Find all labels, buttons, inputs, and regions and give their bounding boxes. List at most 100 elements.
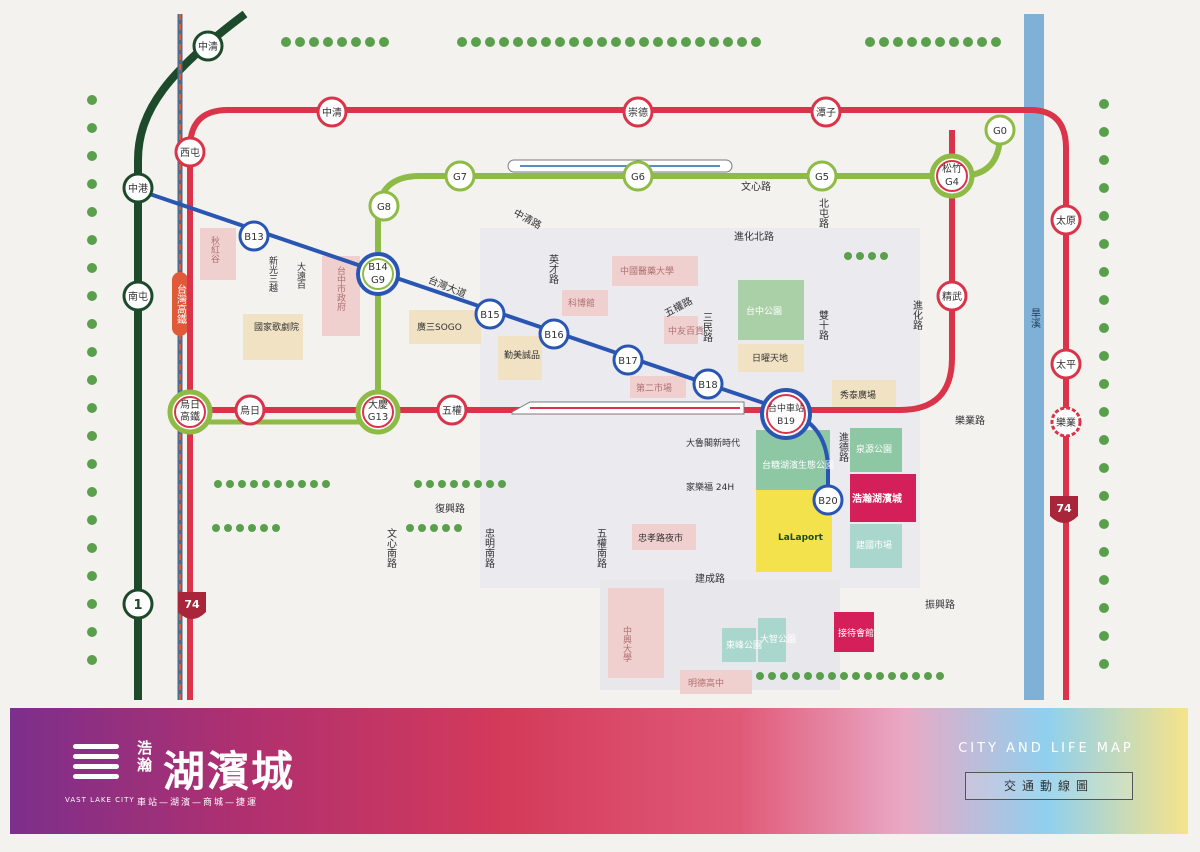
- place-dongfeng: [722, 628, 756, 662]
- brand-en: VAST LAKE CITY: [65, 796, 135, 804]
- taichung-main-line2: B19: [777, 417, 795, 427]
- road-wenxin-s: 文心南路: [385, 527, 397, 569]
- label-taroko: 大魯閣新時代: [686, 437, 740, 449]
- label-vastlake: 浩瀚湖濱城: [852, 492, 902, 505]
- road-wenxin: 文心路: [741, 180, 771, 193]
- station-b20[interactable]: B20: [812, 484, 844, 516]
- map-title: CITY AND LIFE MAP: [958, 741, 1134, 756]
- route-1-number: 1: [133, 598, 142, 613]
- label-museum: 科博館: [568, 297, 595, 309]
- station-leye[interactable]: 樂業: [1050, 406, 1082, 438]
- label-shin-kong: 新光三越: [267, 255, 278, 292]
- tree-decorations: [87, 37, 1109, 680]
- place-city-hall: [322, 256, 360, 336]
- station-g8[interactable]: G8: [368, 190, 400, 222]
- svg-text:G8: G8: [377, 202, 391, 213]
- station-zhongqing-dg[interactable]: 中清: [192, 30, 224, 62]
- road-labels: 文心路 北屯路 進化北路 中清路 英才路 台灣大道 五權路 三民路 雙十路 進化…: [385, 180, 986, 611]
- route-74-shield-left: 74: [178, 592, 206, 619]
- station-daqing[interactable]: 大慶 G13: [355, 389, 401, 435]
- place-blocks: [200, 228, 916, 694]
- route-74-number-left: 74: [184, 598, 200, 611]
- station-wuquan[interactable]: 五權: [436, 394, 468, 426]
- label-far-eastern: 大遠百: [295, 261, 306, 290]
- label-nchu: 中興大學: [621, 625, 632, 663]
- station-xitun[interactable]: 西屯: [174, 136, 206, 168]
- brand-logo: 浩瀚 湖濱城 VAST LAKE CITY 車站—湖濱—商城—捷運: [65, 738, 345, 818]
- train-red: [511, 401, 745, 415]
- place-jianguo: [850, 524, 902, 568]
- place-solar: [738, 344, 804, 372]
- label-cmu: 中國醫藥大學: [620, 265, 674, 277]
- station-wuri[interactable]: 烏日: [234, 394, 266, 426]
- station-chongde[interactable]: 崇德: [622, 96, 654, 128]
- tree-row-mid-left: [214, 480, 330, 488]
- station-g6[interactable]: G6: [622, 160, 654, 192]
- road-jiancheng: 建成路: [695, 572, 725, 585]
- blue-stations: B13 B15 B16 B17 B18 B20: [238, 220, 844, 516]
- tree-row-low-left: [212, 524, 280, 532]
- station-g7[interactable]: G7: [444, 160, 476, 192]
- label-qiuhonggu: 秋紅谷: [209, 235, 220, 264]
- tree-row-top-mid: [457, 37, 761, 47]
- road-leye: 樂業路: [955, 414, 985, 427]
- svg-text:太原: 太原: [1056, 214, 1076, 227]
- station-nantun[interactable]: 南屯: [122, 280, 154, 312]
- station-b16[interactable]: B16: [538, 318, 570, 350]
- station-zhonggang[interactable]: 中港: [122, 172, 154, 204]
- station-tanzi[interactable]: 潭子: [810, 96, 842, 128]
- label-opera: 國家歌劇院: [254, 321, 299, 333]
- svg-text:五權: 五權: [442, 404, 462, 417]
- red-line-inner: [190, 130, 955, 413]
- svg-text:B16: B16: [544, 330, 564, 341]
- station-b14-g9[interactable]: B14 G9: [356, 252, 400, 296]
- label-city-hall: 台中市政府: [335, 265, 346, 312]
- station-b18[interactable]: B18: [692, 368, 724, 400]
- label-sugar-park: 台糖湖濱生態公園: [762, 459, 834, 471]
- svg-text:B20: B20: [818, 496, 838, 507]
- songzhu-line1: 松竹: [942, 162, 962, 175]
- label-dazhi: 大智公園: [760, 633, 796, 645]
- station-b13[interactable]: B13: [238, 220, 270, 252]
- station-b15[interactable]: B15: [474, 298, 506, 330]
- route-1-shield: 1: [122, 588, 154, 620]
- road-beitun: 北屯路: [817, 198, 829, 229]
- road-zhenxing: 振興路: [925, 598, 955, 611]
- songzhu-line2: G4: [945, 177, 959, 188]
- station-jingwu[interactable]: 精武: [936, 280, 968, 312]
- svg-text:中清: 中清: [322, 106, 342, 119]
- station-b17[interactable]: B17: [612, 344, 644, 376]
- station-songzhu[interactable]: 松竹 G4: [929, 153, 975, 199]
- svg-text:G7: G7: [453, 172, 467, 183]
- place-eslite: [498, 336, 542, 380]
- svg-text:B13: B13: [244, 232, 264, 243]
- place-sugar-park: [756, 430, 830, 490]
- station-taiping[interactable]: 太平: [1050, 348, 1082, 380]
- red-stations: 中清 崇德 潭子 西屯 太原 精武 太平 樂業 烏日 五權: [174, 96, 1082, 438]
- tree-row-bottom: [756, 672, 944, 680]
- label-eslite: 勤美誠品: [504, 349, 540, 361]
- place-labels: 新光三越 大遠百 國家歌劇院 秋紅谷 台中市政府 廣三SOGO 勤美誠品 科博館…: [209, 235, 902, 689]
- label-showtime: 秀泰廣場: [840, 389, 876, 401]
- tree-column-right: [1099, 99, 1109, 669]
- road-shuangshi: 雙十路: [817, 309, 829, 341]
- station-g5[interactable]: G5: [806, 160, 838, 192]
- station-zhongqing-red[interactable]: 中清: [316, 96, 348, 128]
- station-taiyuan[interactable]: 太原: [1050, 204, 1082, 236]
- road-wuquan-s: 五權南路: [595, 528, 607, 569]
- svg-text:G5: G5: [815, 172, 829, 183]
- station-wuri-hsr[interactable]: 烏日 高鐵: [167, 389, 213, 435]
- station-g0[interactable]: G0: [984, 114, 1016, 146]
- station-taichung-main[interactable]: 台中車站 B19: [760, 388, 812, 440]
- svg-text:B15: B15: [480, 310, 500, 321]
- label-zhongyou: 中友百貨: [668, 325, 704, 337]
- place-zhongyou: [664, 316, 698, 344]
- hsr-badge: [172, 272, 188, 336]
- place-vastlake: [850, 474, 916, 522]
- label-taichung-park: 台中公園: [746, 305, 782, 317]
- label-jianguo: 建國市場: [856, 539, 892, 551]
- svg-text:潭子: 潭子: [816, 107, 836, 119]
- wuri-hsr-line1: 烏日: [180, 398, 200, 411]
